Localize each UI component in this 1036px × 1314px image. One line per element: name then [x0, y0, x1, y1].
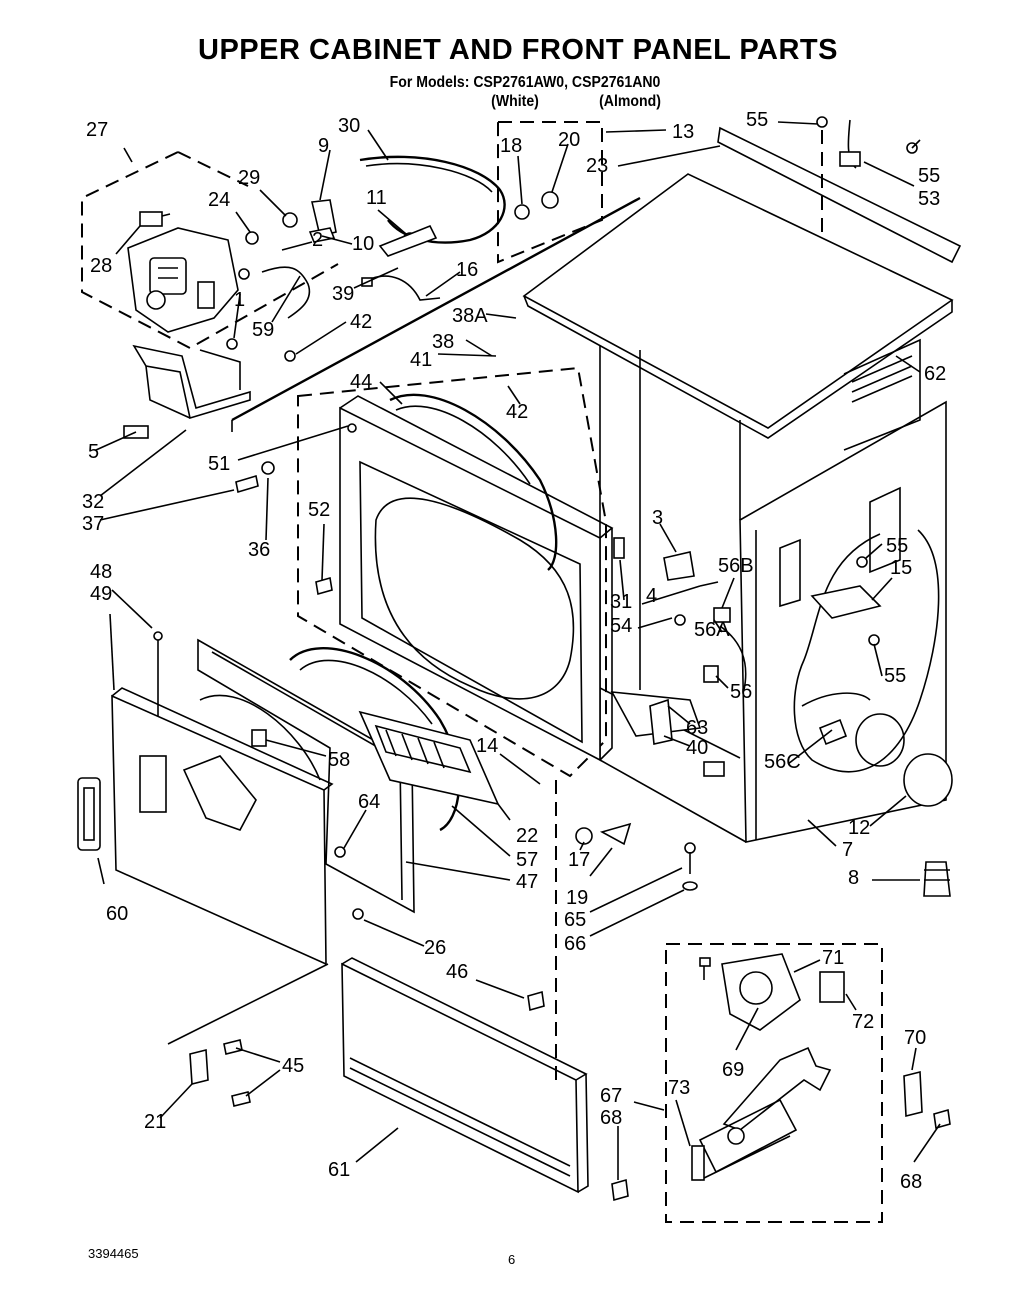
callout: 66 [564, 933, 586, 955]
front-panel [339, 406, 601, 762]
callout: 11 [366, 187, 387, 209]
burner-box [665, 943, 883, 1223]
callout: 65 [564, 909, 586, 931]
callout: 37 [82, 513, 104, 535]
callout: 27 [86, 119, 108, 141]
callout: 13 [672, 121, 694, 143]
callout: 23 [586, 155, 608, 177]
front-panel-box [297, 366, 607, 778]
callout: 39 [332, 283, 354, 305]
callout: 3 [652, 507, 663, 529]
callout: 20 [558, 129, 580, 151]
leveling-leg [923, 861, 951, 897]
callout: 40 [686, 737, 708, 759]
callout: 10 [352, 233, 374, 255]
callout: 57 [516, 849, 538, 871]
callout: 24 [208, 189, 230, 211]
callout: 56 [730, 681, 752, 703]
callout: 55 [884, 665, 906, 687]
callout: 55 [918, 165, 940, 187]
callout: 73 [668, 1077, 690, 1099]
callout: 19 [566, 887, 588, 909]
callout: 58 [328, 749, 350, 771]
callout: 21 [144, 1111, 166, 1133]
callout: 26 [424, 937, 446, 959]
motor-group [81, 151, 339, 350]
callout: 68 [900, 1171, 922, 1193]
callout: 42 [350, 311, 372, 333]
document-number: 3394465 [88, 1246, 139, 1261]
callout: 62 [924, 363, 946, 385]
callout: 45 [282, 1055, 304, 1077]
callout: 38 [432, 331, 454, 353]
callout: 36 [248, 539, 270, 561]
callout: 49 [90, 583, 112, 605]
callout-labels: 27 30 9 18 20 13 55 23 55 53 29 24 11 2 … [82, 109, 946, 1193]
callout: 18 [500, 135, 522, 157]
callout: 55 [746, 109, 768, 131]
callout: 28 [90, 255, 112, 277]
callout: 64 [358, 791, 380, 813]
callout: 55 [886, 535, 908, 557]
callout: 5 [88, 441, 99, 463]
callout: 31 [610, 591, 632, 613]
callout: 17 [568, 849, 590, 871]
callout: 38A [452, 305, 488, 327]
color-almond-label: (Almond) [599, 93, 661, 110]
callout: 52 [308, 499, 330, 521]
callout: 15 [890, 557, 912, 579]
callout: 56B [718, 555, 754, 577]
callout: 72 [852, 1011, 874, 1033]
callout: 60 [106, 903, 128, 925]
callout: 51 [208, 453, 230, 475]
callout: 67 [600, 1085, 622, 1107]
callout: 29 [238, 167, 260, 189]
callout: 14 [476, 735, 498, 757]
callout: 32 [82, 491, 104, 513]
callout: 4 [646, 585, 657, 607]
callout: 2 [312, 229, 323, 251]
callout: 8 [848, 867, 859, 889]
callout: 63 [686, 717, 708, 739]
callout: 12 [848, 817, 870, 839]
callout: 61 [328, 1159, 350, 1181]
callout: 44 [350, 371, 372, 393]
exhaust-cap [903, 753, 953, 807]
motor-bracket [132, 344, 251, 420]
page-title: UPPER CABINET AND FRONT PANEL PARTS [198, 34, 838, 66]
callout: 54 [610, 615, 632, 637]
callout: 1 [234, 289, 245, 311]
callout: 70 [904, 1027, 926, 1049]
callout: 56C [764, 751, 801, 773]
callout: 42 [506, 401, 528, 423]
cabinet [231, 173, 954, 843]
callout: 16 [456, 259, 478, 281]
callout: 53 [918, 188, 940, 210]
color-white-label: (White) [491, 93, 539, 110]
leader-lines [95, 121, 941, 1180]
door [111, 694, 327, 966]
callout: 30 [338, 115, 360, 137]
callout: 46 [446, 961, 468, 983]
callout: 48 [90, 561, 112, 583]
callout: 68 [600, 1107, 622, 1129]
callout: 59 [252, 319, 274, 341]
callout: 56A [694, 619, 730, 641]
page-number: 6 [508, 1252, 516, 1267]
callout: 9 [318, 135, 329, 157]
callout: 7 [842, 839, 853, 861]
callout: 47 [516, 871, 538, 893]
models-line: For Models: CSP2761AW0, CSP2761AN0 [389, 74, 661, 91]
callout: 69 [722, 1059, 744, 1081]
callout: 22 [516, 825, 538, 847]
callout: 41 [410, 349, 432, 371]
callout: 71 [822, 947, 844, 969]
top-brace [717, 126, 962, 264]
